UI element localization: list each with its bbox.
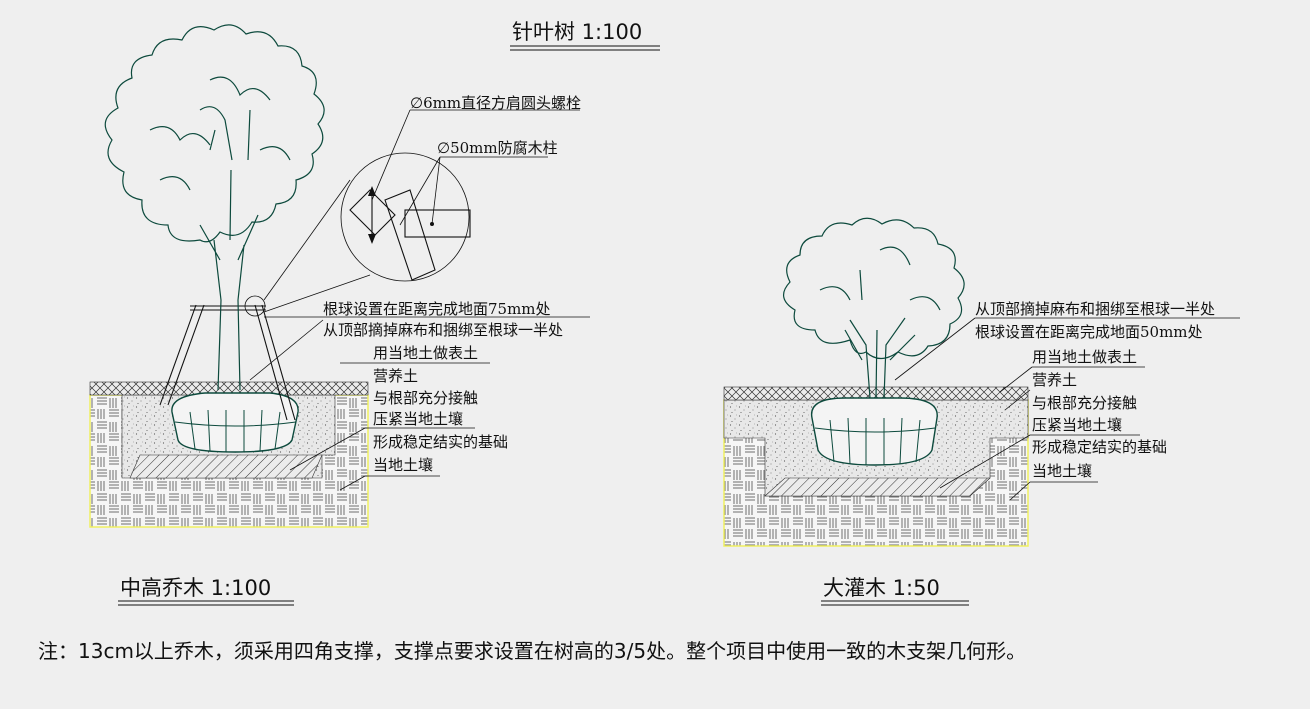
left-label-compact: 压紧当地土壤 (373, 410, 463, 428)
right-label-rootball-depth: 根球设置在距离完成地面50mm处 (975, 323, 1203, 341)
footer-note: 注：13cm以上乔木，须采用四角支撑，支撑点要求设置在树高的3/5处。整个项目中… (38, 639, 1026, 663)
conifer-title: 针叶树 1:100 (510, 20, 660, 51)
right-label-foundation: 形成稳定结实的基础 (1032, 438, 1167, 456)
shrub-canopy (783, 217, 965, 360)
medium-tree-title: 中高乔木 1:100 (118, 576, 294, 606)
left-label-foundation: 形成稳定结实的基础 (373, 433, 508, 451)
left-label-topsoil: 用当地土做表土 (373, 344, 478, 362)
shrub-labels: 从顶部摘掉麻布和捆绑至根球一半处 根球设置在距离完成地面50mm处 用当地土做表… (894, 300, 1240, 501)
medium-tree-labels: 根球设置在距离完成地面75mm处 从顶部摘掉麻布和捆绑至根球一半处 用当地土做表… (249, 300, 590, 491)
right-label-compact: 压紧当地土壤 (1032, 416, 1122, 434)
right-label-topsoil: 用当地土做表土 (1032, 348, 1137, 366)
shrub-title: 大灌木 1:50 (821, 576, 969, 606)
right-label-contact: 与根部充分接触 (1032, 394, 1137, 412)
right-label-burlap: 从顶部摘掉麻布和捆绑至根球一半处 (975, 300, 1215, 318)
left-label-nutrient: 营养土 (373, 367, 418, 385)
right-label-nutrient: 营养土 (1032, 371, 1077, 389)
left-label-burlap: 从顶部摘掉麻布和捆绑至根球一半处 (323, 321, 563, 339)
left-label-native-soil: 当地土壤 (373, 456, 433, 474)
tree-canopy (104, 24, 325, 243)
medium-tree-section: ∅6mm直径方肩圆头螺栓 ∅50mm防腐木柱 根球设置在距离完成地面75mm处 … (89, 24, 590, 606)
bolt-label: ∅6mm直径方肩圆头螺栓 (410, 94, 581, 112)
conifer-title-text: 针叶树 1:100 (512, 20, 642, 44)
compacted-base (129, 454, 323, 479)
shrub-compacted-base (764, 477, 991, 497)
right-label-native-soil: 当地土壤 (1032, 462, 1092, 480)
left-label-contact: 与根部充分接触 (373, 389, 478, 407)
left-label-rootball-depth: 根球设置在距离完成地面75mm处 (323, 300, 551, 318)
bolt-detail-callout: ∅6mm直径方肩圆头螺栓 ∅50mm防腐木柱 (263, 94, 581, 313)
shrub-title-text: 大灌木 1:50 (823, 576, 940, 600)
shrub-section: 从顶部摘掉麻布和捆绑至根球一半处 根球设置在距离完成地面50mm处 用当地土做表… (723, 217, 1240, 606)
root-ball (171, 392, 299, 453)
post-label: ∅50mm防腐木柱 (437, 139, 558, 157)
medium-tree-title-text: 中高乔木 1:100 (120, 576, 271, 600)
